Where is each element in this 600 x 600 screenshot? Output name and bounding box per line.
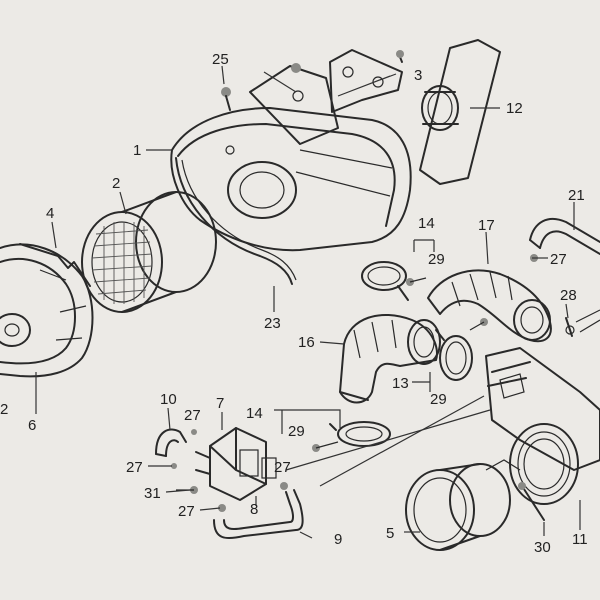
callout-7: 7 xyxy=(216,395,224,412)
part-11-carb-joint xyxy=(485,347,600,505)
callout-27-lower: 27 xyxy=(178,503,195,520)
callout-27-right: 27 xyxy=(550,251,567,268)
callout-16: 16 xyxy=(298,334,315,351)
callout-14-lower: 14 xyxy=(246,405,263,422)
part-2-filter-element xyxy=(81,191,217,313)
callout-30: 30 xyxy=(534,539,551,556)
part-14-clamp-lower xyxy=(312,421,391,452)
leader-lines xyxy=(35,65,581,539)
callout-2-edge: 2 xyxy=(0,401,8,418)
callout-13: 13 xyxy=(392,375,409,392)
part-17-intake-duct xyxy=(427,269,552,343)
part-5-intake-boot xyxy=(405,459,521,551)
part-8-small-bracket xyxy=(261,457,277,479)
callout-27-left-upper: 27 xyxy=(184,407,201,424)
part-3-bracket xyxy=(329,49,403,113)
callout-14-upper: 14 xyxy=(418,215,435,232)
callout-31: 31 xyxy=(144,485,161,502)
small-fasteners xyxy=(171,50,538,512)
part-14-clamp-upper xyxy=(361,261,427,301)
callout-1: 1 xyxy=(133,142,141,159)
callout-labels: 25 3 12 1 2 4 21 14 17 29 27 28 23 16 13… xyxy=(0,51,588,556)
part-13-clamp-middle xyxy=(435,318,488,381)
callout-25: 25 xyxy=(212,51,229,68)
callout-27-left: 27 xyxy=(126,459,143,476)
part-6-cleaner-cover xyxy=(0,243,94,378)
callout-10: 10 xyxy=(160,391,177,408)
callout-3: 3 xyxy=(414,67,422,84)
callout-11: 11 xyxy=(572,531,588,548)
callout-6: 6 xyxy=(28,417,36,434)
callout-2: 2 xyxy=(112,175,120,192)
callout-29-middle: 29 xyxy=(430,391,447,408)
callout-17: 17 xyxy=(478,217,495,234)
callout-29-upper: 29 xyxy=(428,251,445,268)
callout-12: 12 xyxy=(506,100,523,117)
callout-27-mid: 27 xyxy=(274,459,291,476)
callout-8: 8 xyxy=(250,501,258,518)
part-16-lower-duct xyxy=(339,313,441,404)
callout-29-lower: 29 xyxy=(288,423,305,440)
part-10-elbow-hose xyxy=(155,428,187,457)
part-21-hose xyxy=(529,217,600,333)
part-23-gasket xyxy=(175,157,297,285)
callout-9: 9 xyxy=(334,531,342,548)
part-28-clip xyxy=(565,317,575,337)
callout-21: 21 xyxy=(568,187,585,204)
callout-5: 5 xyxy=(386,525,394,542)
callout-23: 23 xyxy=(264,315,281,332)
callout-28: 28 xyxy=(560,287,577,304)
part-12-intake-snorkel xyxy=(419,39,501,185)
part-7-valve-block xyxy=(195,427,267,501)
part-9-hose xyxy=(213,489,304,539)
part-30-screw xyxy=(518,482,545,521)
callout-4: 4 xyxy=(46,205,54,222)
part-1-air-cleaner-case xyxy=(170,65,412,252)
